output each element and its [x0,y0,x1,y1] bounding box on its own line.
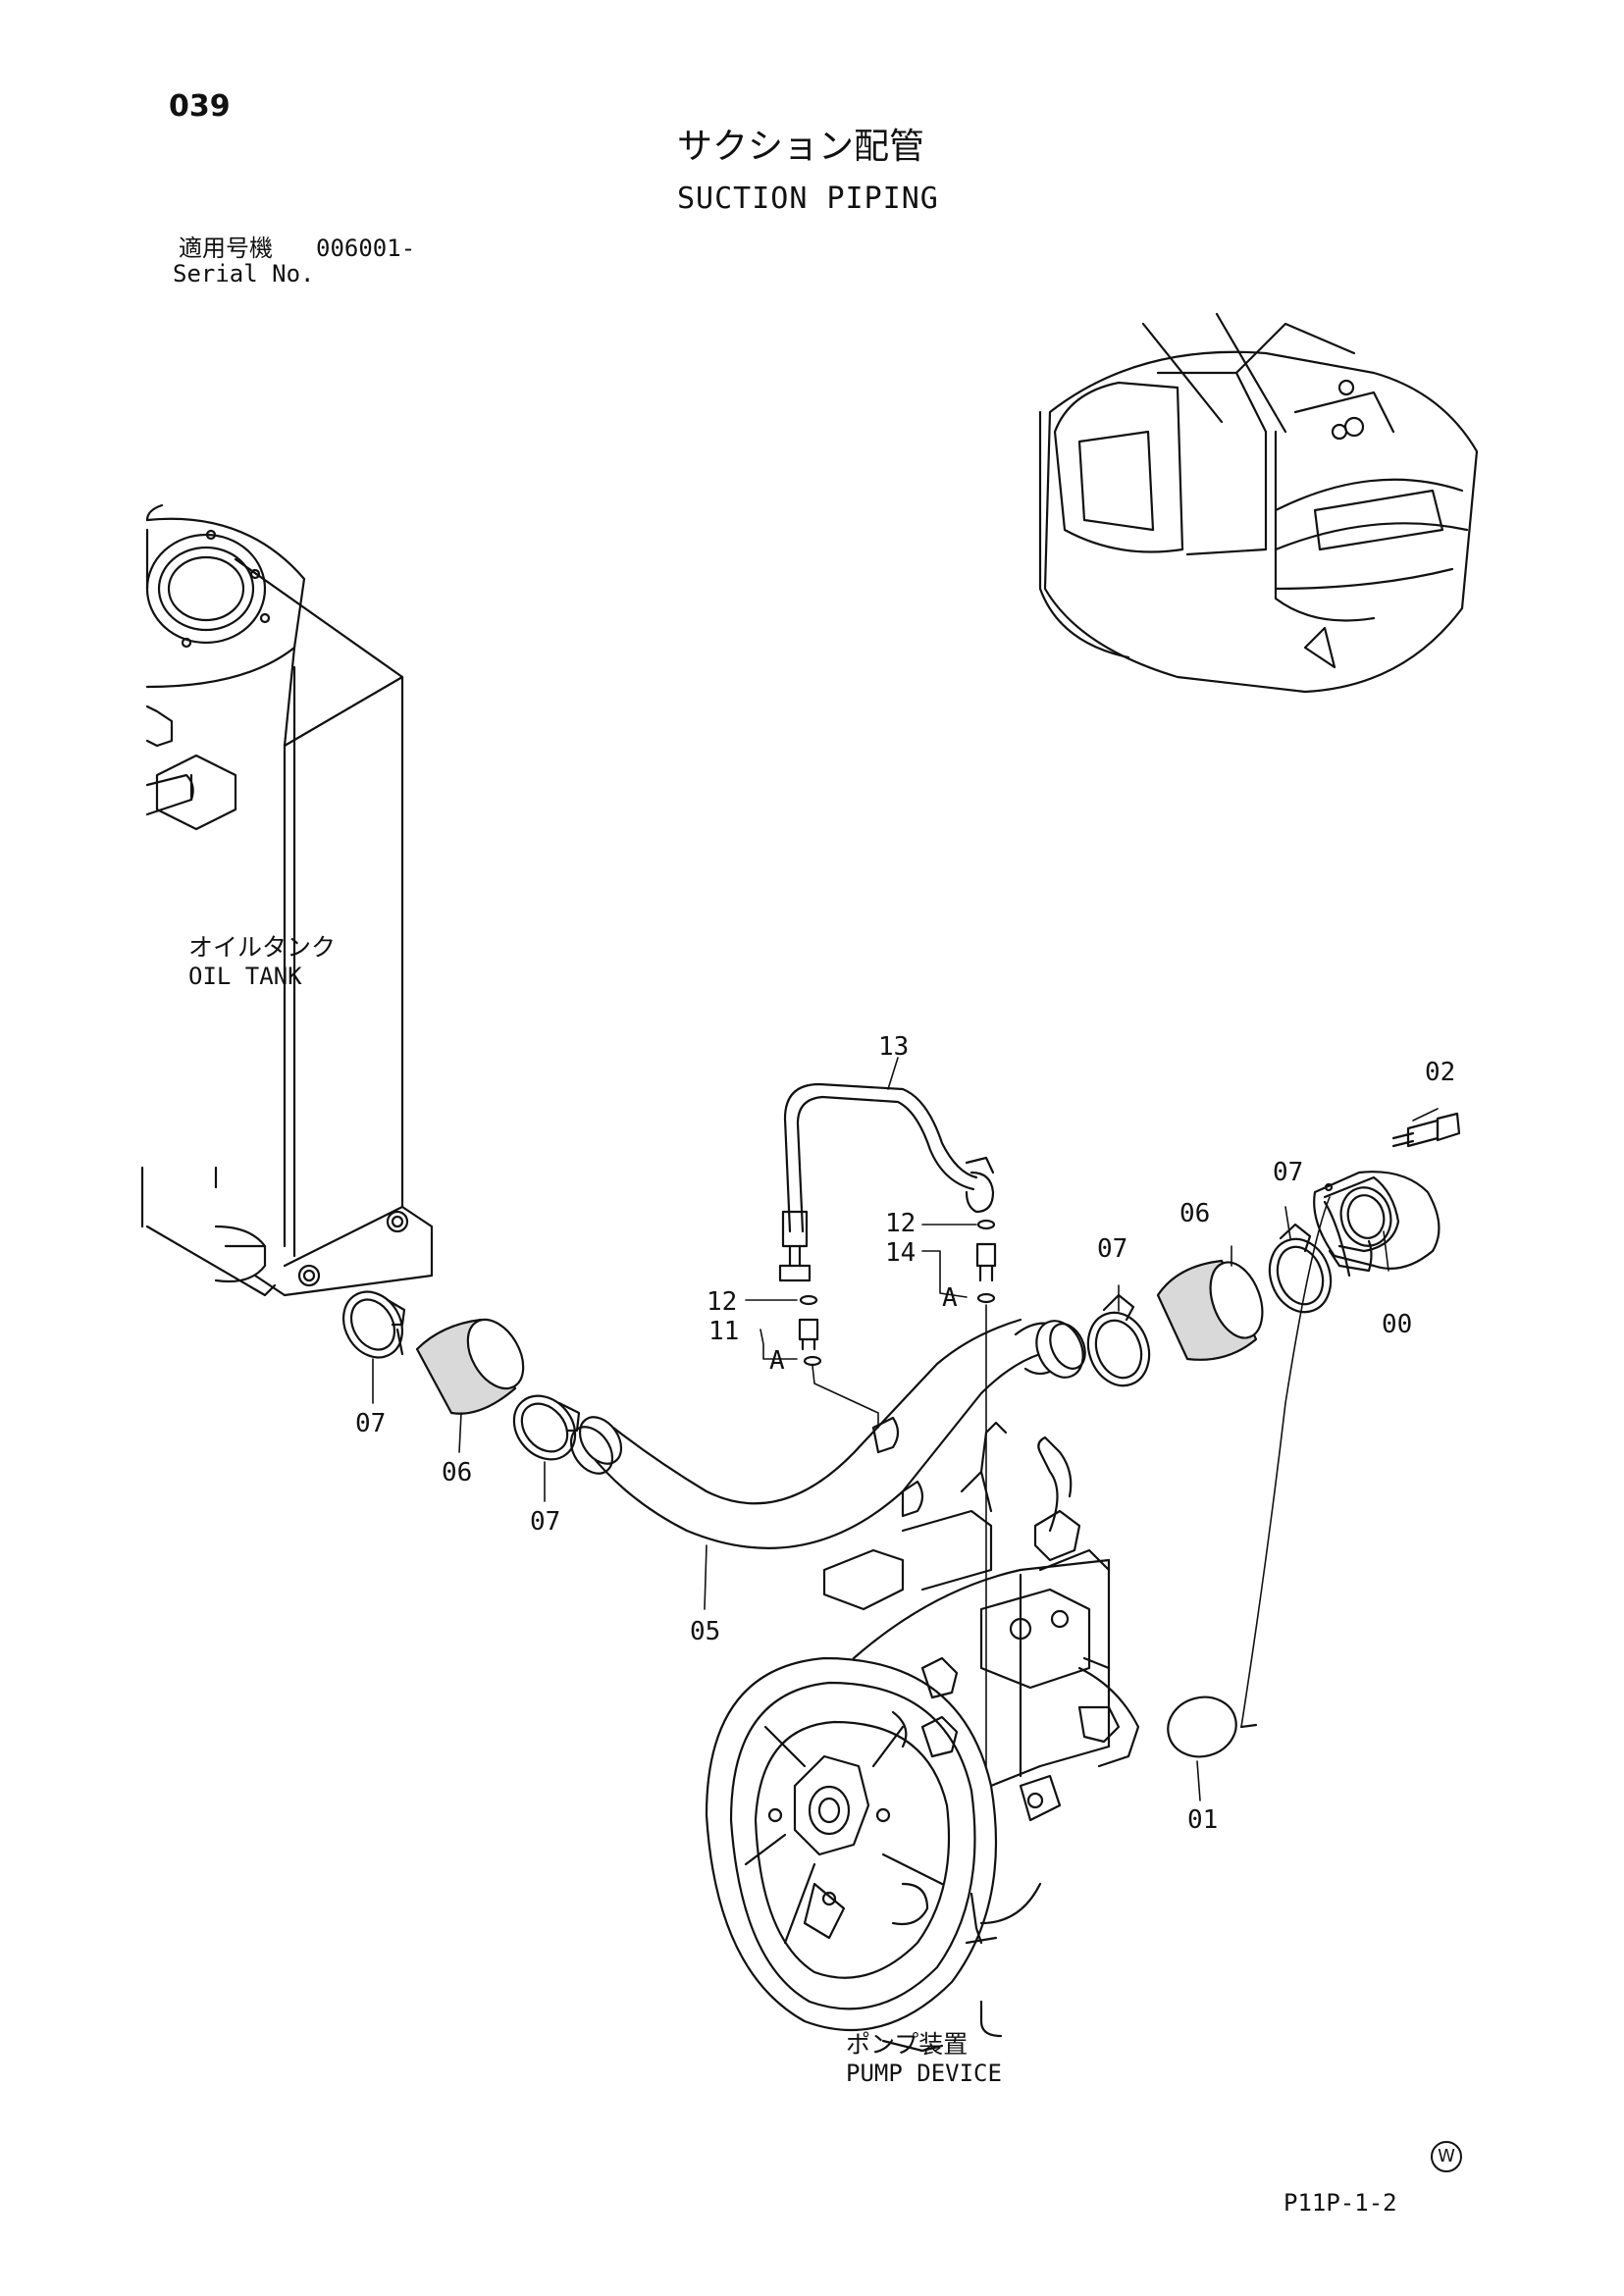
part-number-06-left: 06 [442,1458,473,1487]
serial-label-english: Serial No. [173,260,315,287]
part-number-12-lower: 12 [707,1287,738,1317]
suction-pipe-05 [562,1314,1091,1548]
oil-tank-drawing [142,505,432,1295]
title-japanese: サクション配管 [677,127,925,167]
oil-tank-label-japanese: オイルタンク [188,933,337,962]
part-number-07-left: 07 [355,1409,387,1438]
reference-a-right: A [942,1283,958,1313]
fitting-11-assembly [800,1296,820,1365]
fitting-14-assembly [977,1221,995,1302]
page-code: P11P-1-2 [1283,2189,1397,2217]
reference-line-a-left [812,1366,878,1428]
o-ring-01 [1161,1690,1256,1764]
w-mark-icon: W [1431,2141,1462,2172]
page-number: 039 [169,89,231,124]
hose-clamp-07-right-2 [1260,1225,1340,1321]
bolt-02 [1393,1114,1459,1146]
part-number-01: 01 [1187,1805,1219,1835]
part-number-00: 00 [1382,1310,1413,1339]
leader-lines [373,1058,1438,1800]
serial-number-value: 006001- [316,235,416,262]
oil-tank-label-english: OIL TANK [188,963,302,990]
part-number-13: 13 [878,1032,910,1062]
suction-flange-00 [1314,1172,1439,1276]
part-number-02: 02 [1425,1058,1456,1087]
serial-label-japanese: 適用号機 [179,235,273,262]
part-number-06-right: 06 [1179,1199,1211,1228]
title-english: SUCTION PIPING [677,182,939,216]
part-number-07-right-2: 07 [1273,1158,1304,1187]
pump-device-label-japanese: ポンプ装置 [846,2030,969,2059]
hose-clamp-07-right-1 [1078,1295,1159,1394]
part-number-07-mid: 07 [530,1507,561,1537]
reference-a-left: A [769,1346,785,1376]
part-number-11: 11 [708,1317,740,1346]
part-number-07-right-1: 07 [1097,1234,1128,1264]
part-number-14: 14 [885,1238,917,1268]
hose-clamp-07-left [332,1281,413,1369]
part-number-12-upper: 12 [885,1209,917,1238]
rubber-hose-06-left [417,1310,535,1414]
part-number-05: 05 [690,1617,721,1646]
hose-clamp-07-mid [501,1383,588,1472]
pilot-hose-13 [780,1084,993,1280]
excavator-overview-icon [1040,314,1477,692]
pump-device-drawing [707,1423,1138,2051]
rubber-hose-06-right [1158,1255,1272,1360]
pump-device-label-english: PUMP DEVICE [846,2060,1002,2087]
